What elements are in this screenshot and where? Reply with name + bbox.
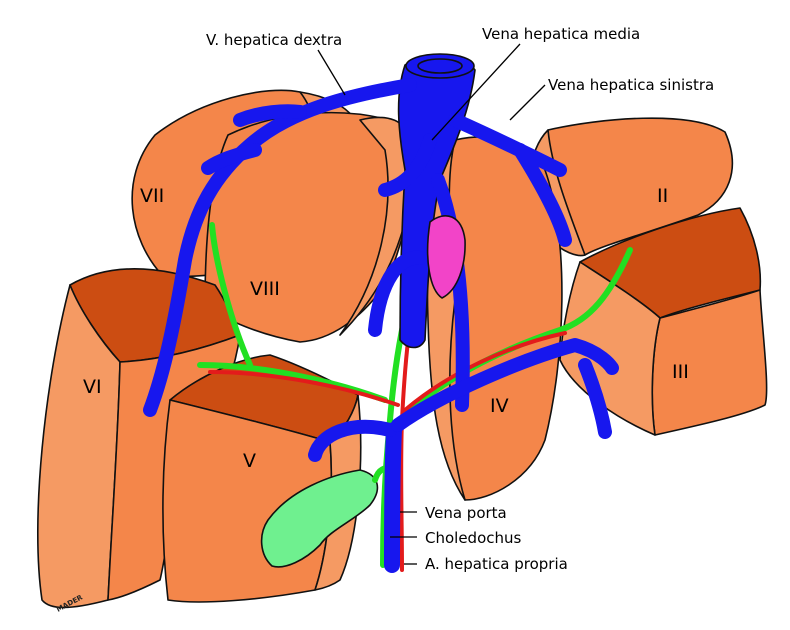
segment-label-iii: III [672, 361, 689, 383]
v-hepatica-dextra-branch-vii [201, 143, 262, 175]
vena-porta-segment-viii [368, 250, 427, 337]
hepatic-veins [143, 53, 619, 573]
label-v-hepatica-dextra: V. hepatica dextra [206, 31, 342, 49]
label-leaders [317, 43, 546, 565]
vena-porta-left [391, 338, 619, 432]
segment-label-viii: VIII [250, 278, 280, 300]
artery-branch-right [208, 370, 400, 407]
label-vena-porta: Vena porta [425, 504, 507, 522]
v-hepatica-dextra-branch-upper [233, 104, 307, 127]
label-vena-hepatica-media: Vena hepatica media [482, 25, 640, 43]
label-vena-hepatica-sinistra: Vena hepatica sinistra [548, 76, 714, 94]
segment-label-iv: IV [490, 395, 509, 417]
label-choledochus: Choledochus [425, 529, 522, 547]
vena-hepatica-sinistra-branch [513, 143, 572, 247]
segment-viii [204, 111, 417, 343]
vena-hepatica-media-branch [431, 173, 470, 412]
segment-iii [559, 207, 768, 436]
bile-duct-left [397, 247, 633, 423]
segment-label-vi: VI [83, 376, 102, 398]
vena-cava-lumen [405, 53, 475, 79]
segment-label-ii: II [657, 185, 668, 207]
leader-vena-hepatica-sinistra [509, 84, 546, 121]
segment-label-v: V [243, 450, 256, 472]
vena-porta-trunk [384, 422, 402, 573]
vena-hepatica-media [378, 133, 437, 197]
artery-branch-left [403, 331, 567, 412]
label-a-hepatica-propria: A. hepatica propria [425, 555, 568, 573]
vena-porta-right [308, 419, 397, 462]
vena-cava [397, 56, 476, 349]
segment-label-vii: VII [140, 185, 164, 207]
v-hepatica-dextra [143, 78, 417, 417]
lymph-node [426, 215, 466, 299]
leader-v-hepatica-dextra [317, 49, 346, 96]
vena-cava-lumen-inner [417, 58, 463, 74]
vena-porta-segment-iii [578, 358, 612, 439]
leader-vena-hepatica-media [431, 43, 521, 141]
bile-duct-vii-viii [209, 222, 253, 368]
gallbladder [260, 469, 379, 568]
